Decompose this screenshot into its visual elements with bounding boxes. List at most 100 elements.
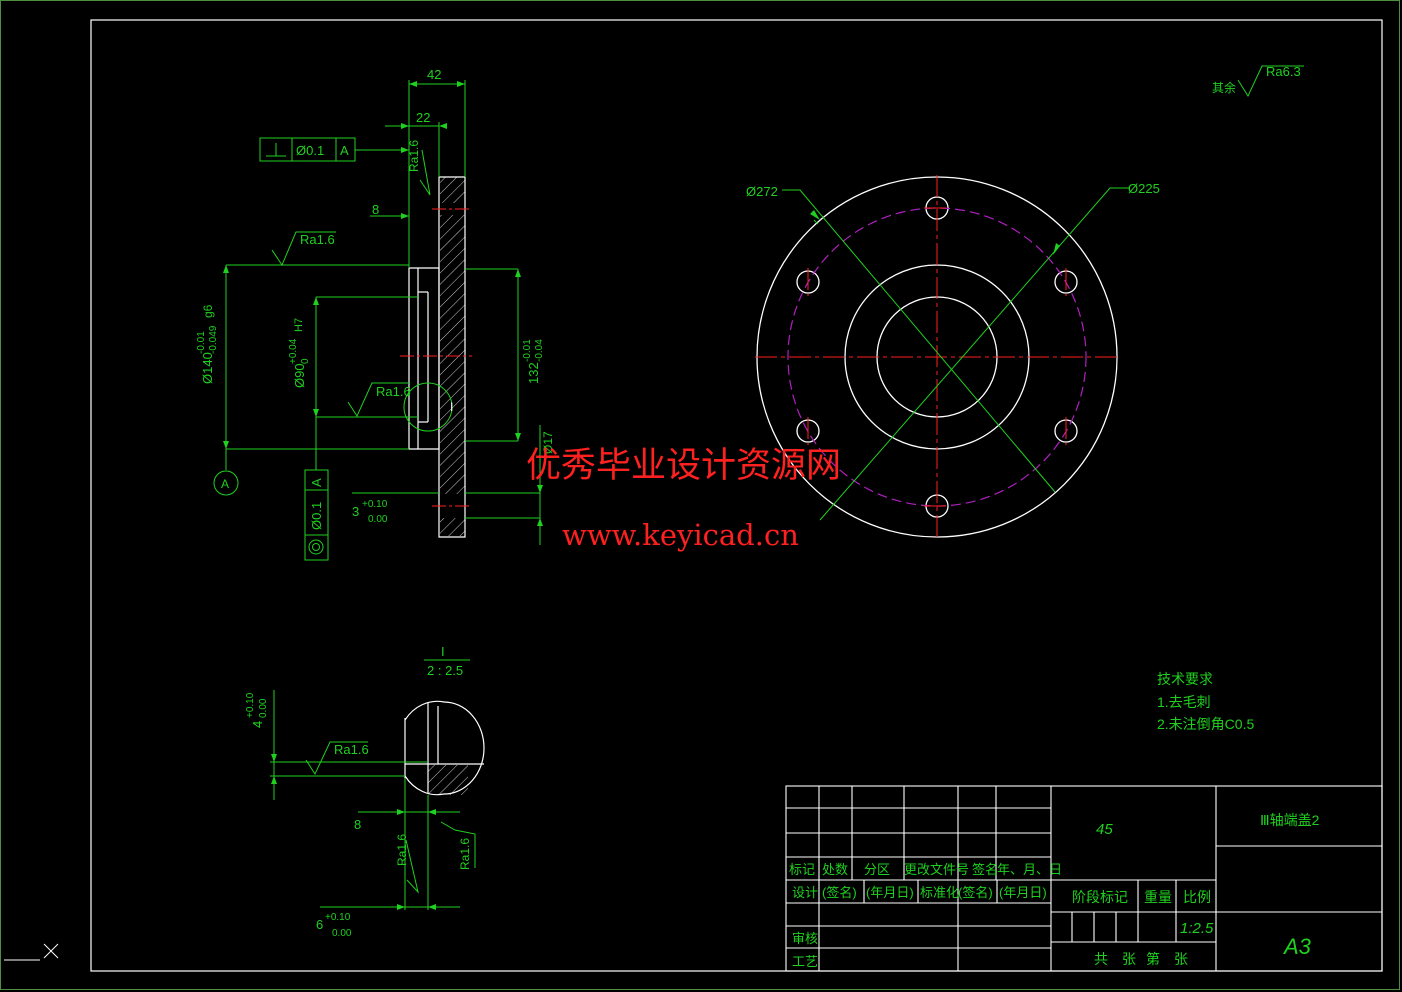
part-name: Ⅲ轴端盖2: [1260, 812, 1320, 828]
svg-text:+0.04: +0.04: [288, 338, 299, 364]
surface-roughness-note: 其余 Ra6.3: [1212, 64, 1304, 98]
svg-text:(年月日): (年月日): [999, 885, 1047, 900]
svg-text:A: A: [221, 477, 229, 491]
svg-text:工艺: 工艺: [792, 954, 818, 969]
dim-phi225: Ø225: [1128, 181, 1160, 196]
sheet-size: A3: [1282, 934, 1312, 959]
svg-text:张: 张: [1122, 951, 1136, 967]
detail-circle: [403, 382, 453, 432]
detail-view[interactable]: I 2 : 2.5: [245, 644, 485, 939]
svg-text:Ø140: Ø140: [200, 352, 215, 384]
svg-text:张: 张: [1174, 951, 1188, 967]
svg-text:H7: H7: [293, 318, 305, 332]
svg-text:A: A: [340, 143, 349, 158]
svg-text:0.00: 0.00: [332, 928, 352, 939]
svg-text:6: 6: [316, 917, 323, 932]
svg-text:分区: 分区: [864, 862, 890, 877]
svg-text:Ø0.1: Ø0.1: [309, 502, 324, 530]
front-arrowheads: [810, 210, 1060, 255]
svg-text:更改文件号: 更改文件号: [904, 862, 969, 877]
ucs-icon: [4, 943, 59, 961]
svg-text:www.keyicad.cn: www.keyicad.cn: [562, 518, 799, 552]
svg-text:4: 4: [250, 721, 265, 728]
detail-label: I 2 : 2.5: [424, 644, 470, 678]
svg-text:-0.01: -0.01: [522, 339, 533, 362]
front-centerlines: [755, 175, 1119, 539]
roughness-symbols: [271, 149, 431, 418]
svg-text:I: I: [441, 644, 445, 659]
drawing-border: [90, 19, 1383, 972]
svg-text:g6: g6: [201, 304, 215, 318]
material: 45: [1096, 821, 1113, 838]
detail-mark: I: [450, 400, 453, 414]
dim-132: 132 -0.01 -0.04: [522, 339, 545, 384]
section-view[interactable]: I: [196, 67, 555, 561]
roughness-value: Ra6.3: [1266, 64, 1301, 79]
svg-text:比例: 比例: [1183, 889, 1211, 905]
ra-upper-label: Ra1.6: [300, 232, 335, 247]
svg-text:共: 共: [1094, 951, 1108, 967]
dim-22: 22: [416, 110, 430, 125]
svg-text:+0.10: +0.10: [325, 912, 351, 923]
svg-text:审核: 审核: [792, 931, 818, 946]
ra-inner-label: Ra1.6: [376, 384, 411, 399]
svg-text:年、月、日: 年、月、日: [997, 862, 1062, 877]
dim-6: 6 +0.10 0.00: [316, 912, 352, 939]
detail-geometry: [404, 700, 485, 796]
svg-text:第: 第: [1146, 951, 1160, 967]
front-dimension-lines: [782, 187, 1130, 521]
dim-phi90: Ø90 +0.04 0 H7: [288, 318, 311, 388]
dim-4: 4 +0.10 0.00: [245, 692, 269, 728]
perpendicularity-frame: Ø0.1 A: [259, 137, 409, 162]
svg-text:2 : 2.5: 2 : 2.5: [427, 663, 463, 678]
svg-text:-0.01: -0.01: [196, 331, 207, 354]
svg-text:0.00: 0.00: [368, 514, 388, 525]
svg-text:2.未注倒角C0.5: 2.未注倒角C0.5: [1157, 716, 1254, 732]
detail-arrowheads: [271, 754, 436, 910]
detail-ra-a: Ra1.6: [334, 742, 369, 757]
svg-text:0: 0: [300, 358, 311, 364]
roughness-prefix: 其余: [1212, 80, 1236, 95]
svg-text:-0.049: -0.049: [208, 325, 219, 354]
datum-a-symbol: A: [213, 449, 239, 496]
title-block[interactable]: 45 Ⅲ轴端盖2 标记 处数 分区 更改文件号 签名 年、月、日 设计 (签名)…: [785, 785, 1383, 972]
concentricity-frame: Ø0.1 A: [304, 469, 329, 561]
section-centerlines: [400, 208, 472, 507]
detail-ra-b: Ra1.6: [395, 834, 409, 866]
svg-text:(签名): (签名): [822, 885, 857, 900]
dim-8: 8: [372, 202, 379, 217]
svg-text:Ø90: Ø90: [292, 363, 307, 388]
svg-text:+0.10: +0.10: [362, 499, 388, 510]
dim-phi272: Ø272: [746, 184, 778, 199]
dim-3: 3 +0.10 0.00: [352, 499, 388, 525]
section-arrowheads: [223, 81, 543, 526]
svg-text:处数: 处数: [822, 862, 848, 877]
svg-text:阶段标记: 阶段标记: [1072, 889, 1128, 905]
svg-text:-0.04: -0.04: [534, 339, 545, 362]
svg-text:132: 132: [526, 362, 541, 384]
svg-text:设计: 设计: [792, 885, 818, 900]
svg-text:0.00: 0.00: [258, 698, 269, 718]
svg-text:+0.10: +0.10: [245, 692, 256, 718]
section-dimension-lines: [225, 80, 541, 545]
ra-top-label: Ra1.6: [407, 140, 421, 172]
svg-text:标准化: 标准化: [920, 885, 959, 900]
front-view[interactable]: Ø272 Ø225: [746, 175, 1160, 539]
dim-phi17: Ø17: [541, 431, 555, 454]
watermark: 优秀毕业设计资源网 www.keyicad.cn: [526, 446, 841, 552]
detail-ra-c: Ra1.6: [458, 838, 472, 870]
scale: 1:2.5: [1180, 920, 1214, 937]
svg-text:重量: 重量: [1144, 889, 1172, 905]
svg-text:技术要求: 技术要求: [1157, 671, 1213, 687]
svg-text:3: 3: [352, 504, 359, 519]
detail-dimension-lines: [270, 690, 476, 910]
svg-text:优秀毕业设计资源网: 优秀毕业设计资源网: [526, 446, 841, 486]
dim-42: 42: [427, 67, 441, 82]
svg-text:(年月日): (年月日): [866, 885, 914, 900]
svg-text:1.去毛刺: 1.去毛刺: [1157, 694, 1211, 710]
detail-dim-8: 8: [354, 817, 361, 832]
dim-phi140: Ø140 -0.01 -0.049 g6: [196, 304, 219, 384]
section-hatching: [440, 177, 465, 536]
